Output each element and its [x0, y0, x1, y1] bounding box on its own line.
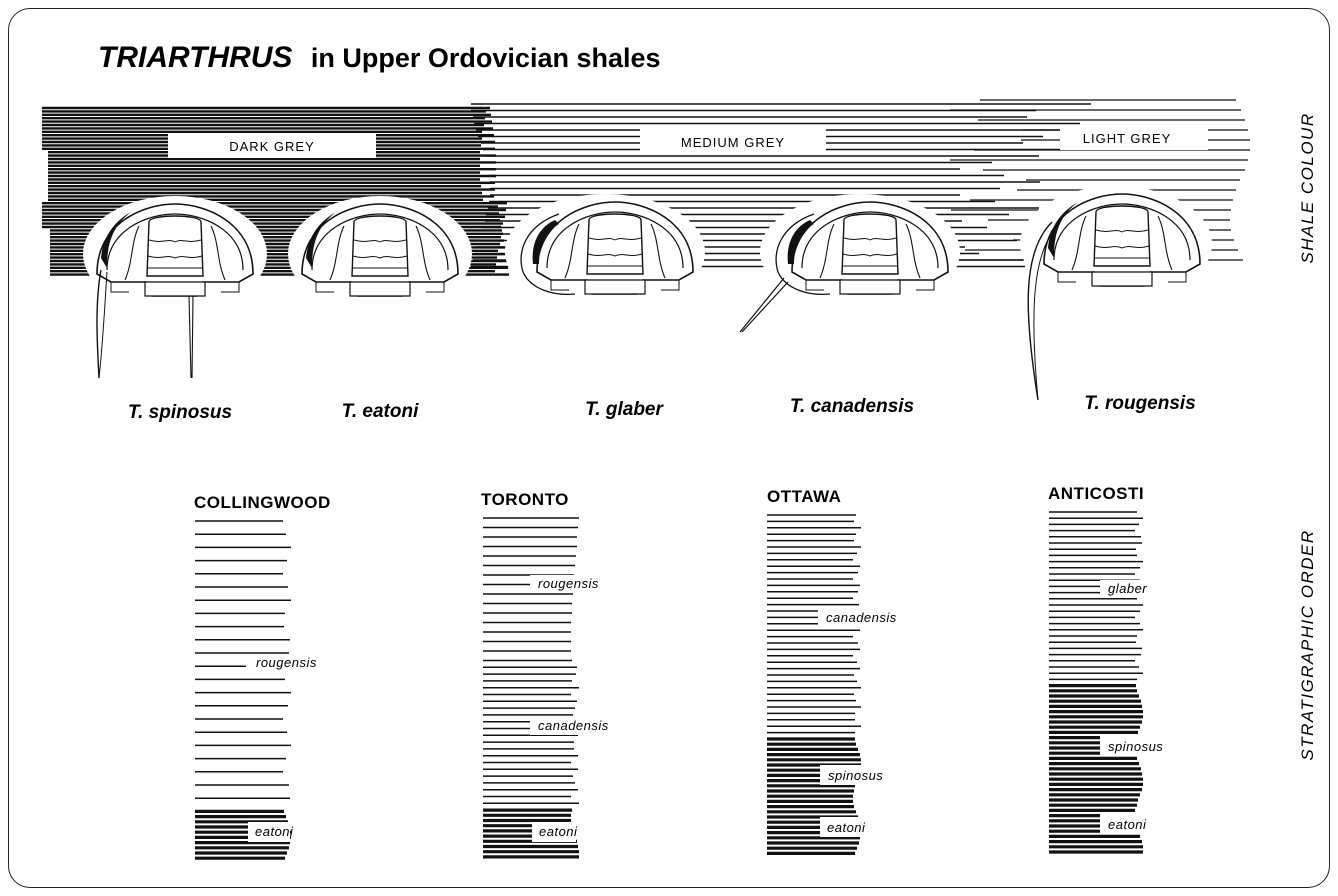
side-label-shale-colour: SHALE COLOUR [1298, 112, 1317, 263]
column-beds [767, 515, 861, 853]
figure-title: TRIARTHRUS in Upper Ordovician shales [98, 41, 661, 74]
trilobite-rougensis [1020, 186, 1212, 400]
title-rest: in Upper Ordovician shales [311, 43, 661, 73]
species-names: T. spinosus T. eatoni T. glaber T. canad… [128, 393, 1196, 423]
side-label-stratigraphic-order: STRATIGRAPHIC ORDER [1298, 529, 1317, 760]
marker-eatoni: eatoni [1100, 814, 1162, 834]
marker-rougensis: rougensis [530, 575, 616, 593]
column-location: ANTICOSTI [1048, 484, 1144, 503]
band-label-light: LIGHT GREY [1060, 126, 1208, 150]
marker-spinosus: spinosus [1100, 736, 1178, 756]
marker-spinosus: spinosus [820, 765, 896, 785]
band-label-dark: DARK GREY [168, 133, 376, 158]
column-beds [195, 521, 291, 858]
marker-label: canadensis [826, 610, 897, 625]
trilobite-drawings [83, 186, 1212, 400]
marker-label: eatoni [1108, 817, 1147, 832]
marker-label: eatoni [255, 824, 294, 839]
species-name-glaber: T. glaber [585, 399, 664, 420]
marker-eatoni: eatoni [248, 822, 294, 842]
column-beds [1049, 512, 1143, 852]
marker-label: glaber [1108, 581, 1147, 596]
trilobite-glaber [505, 194, 705, 310]
marker-label: eatoni [827, 820, 866, 835]
species-name-eatoni: T. eatoni [342, 401, 419, 422]
species-name-canadensis: T. canadensis [790, 396, 914, 417]
column-location: OTTAWA [767, 487, 841, 506]
title-genus: TRIARTHRUS [98, 41, 292, 74]
species-name-spinosus: T. spinosus [128, 402, 232, 423]
column-collingwood: COLLINGWOOD rougensis eatoni [194, 493, 331, 858]
marker-label: eatoni [539, 824, 578, 839]
band-label-medium: MEDIUM GREY [640, 129, 826, 154]
marker-rougensis: rougensis [246, 654, 330, 672]
marker-glaber: glaber [1100, 580, 1162, 598]
trilobite-eatoni [288, 196, 472, 312]
trilobite-spinosus [83, 196, 267, 378]
column-ottawa: OTTAWA canadensis spinosus eatoni [767, 487, 914, 853]
marker-eatoni: eatoni [532, 822, 578, 842]
band-label-medium-text: MEDIUM GREY [681, 135, 785, 150]
column-location: TORONTO [481, 490, 569, 509]
band-label-dark-text: DARK GREY [229, 139, 315, 154]
marker-eatoni: eatoni [820, 817, 878, 837]
stratigraphic-columns: COLLINGWOOD rougensis eatoni TORONTO rou… [194, 484, 1178, 858]
column-beds [483, 518, 579, 857]
marker-canadensis: canadensis [818, 609, 914, 627]
band-label-light-text: LIGHT GREY [1083, 131, 1172, 146]
marker-label: rougensis [538, 576, 599, 591]
column-toronto: TORONTO rougensis canadensis eatoni [481, 490, 626, 857]
marker-label: canadensis [538, 718, 609, 733]
marker-label: spinosus [828, 768, 883, 783]
column-anticosti: ANTICOSTI glaber spinosus eatoni [1048, 484, 1178, 852]
column-location: COLLINGWOOD [194, 493, 331, 512]
marker-canadensis: canadensis [530, 717, 626, 735]
marker-label: rougensis [256, 655, 317, 670]
marker-label: spinosus [1108, 739, 1163, 754]
species-name-rougensis: T. rougensis [1084, 393, 1196, 414]
